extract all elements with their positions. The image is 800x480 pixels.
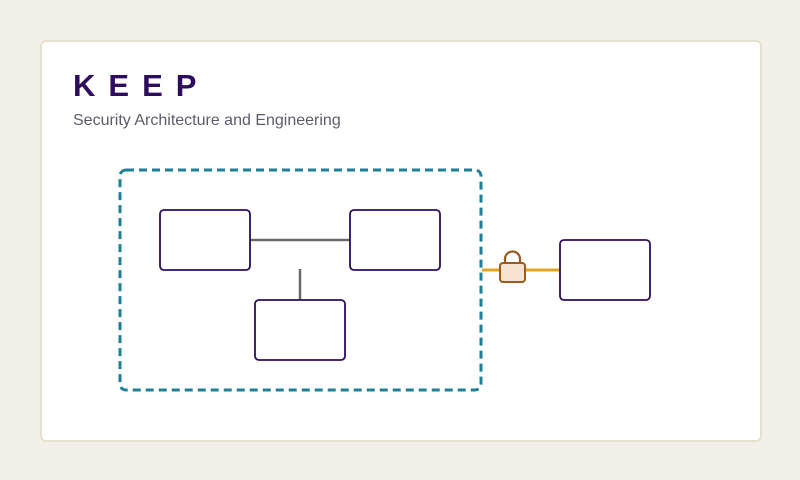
tagline: Security Architecture and Engineering bbox=[73, 112, 341, 129]
brand-logo-text: KEEP bbox=[73, 68, 210, 103]
content-card: KEEP Security Architecture and Engineeri… bbox=[40, 40, 762, 442]
